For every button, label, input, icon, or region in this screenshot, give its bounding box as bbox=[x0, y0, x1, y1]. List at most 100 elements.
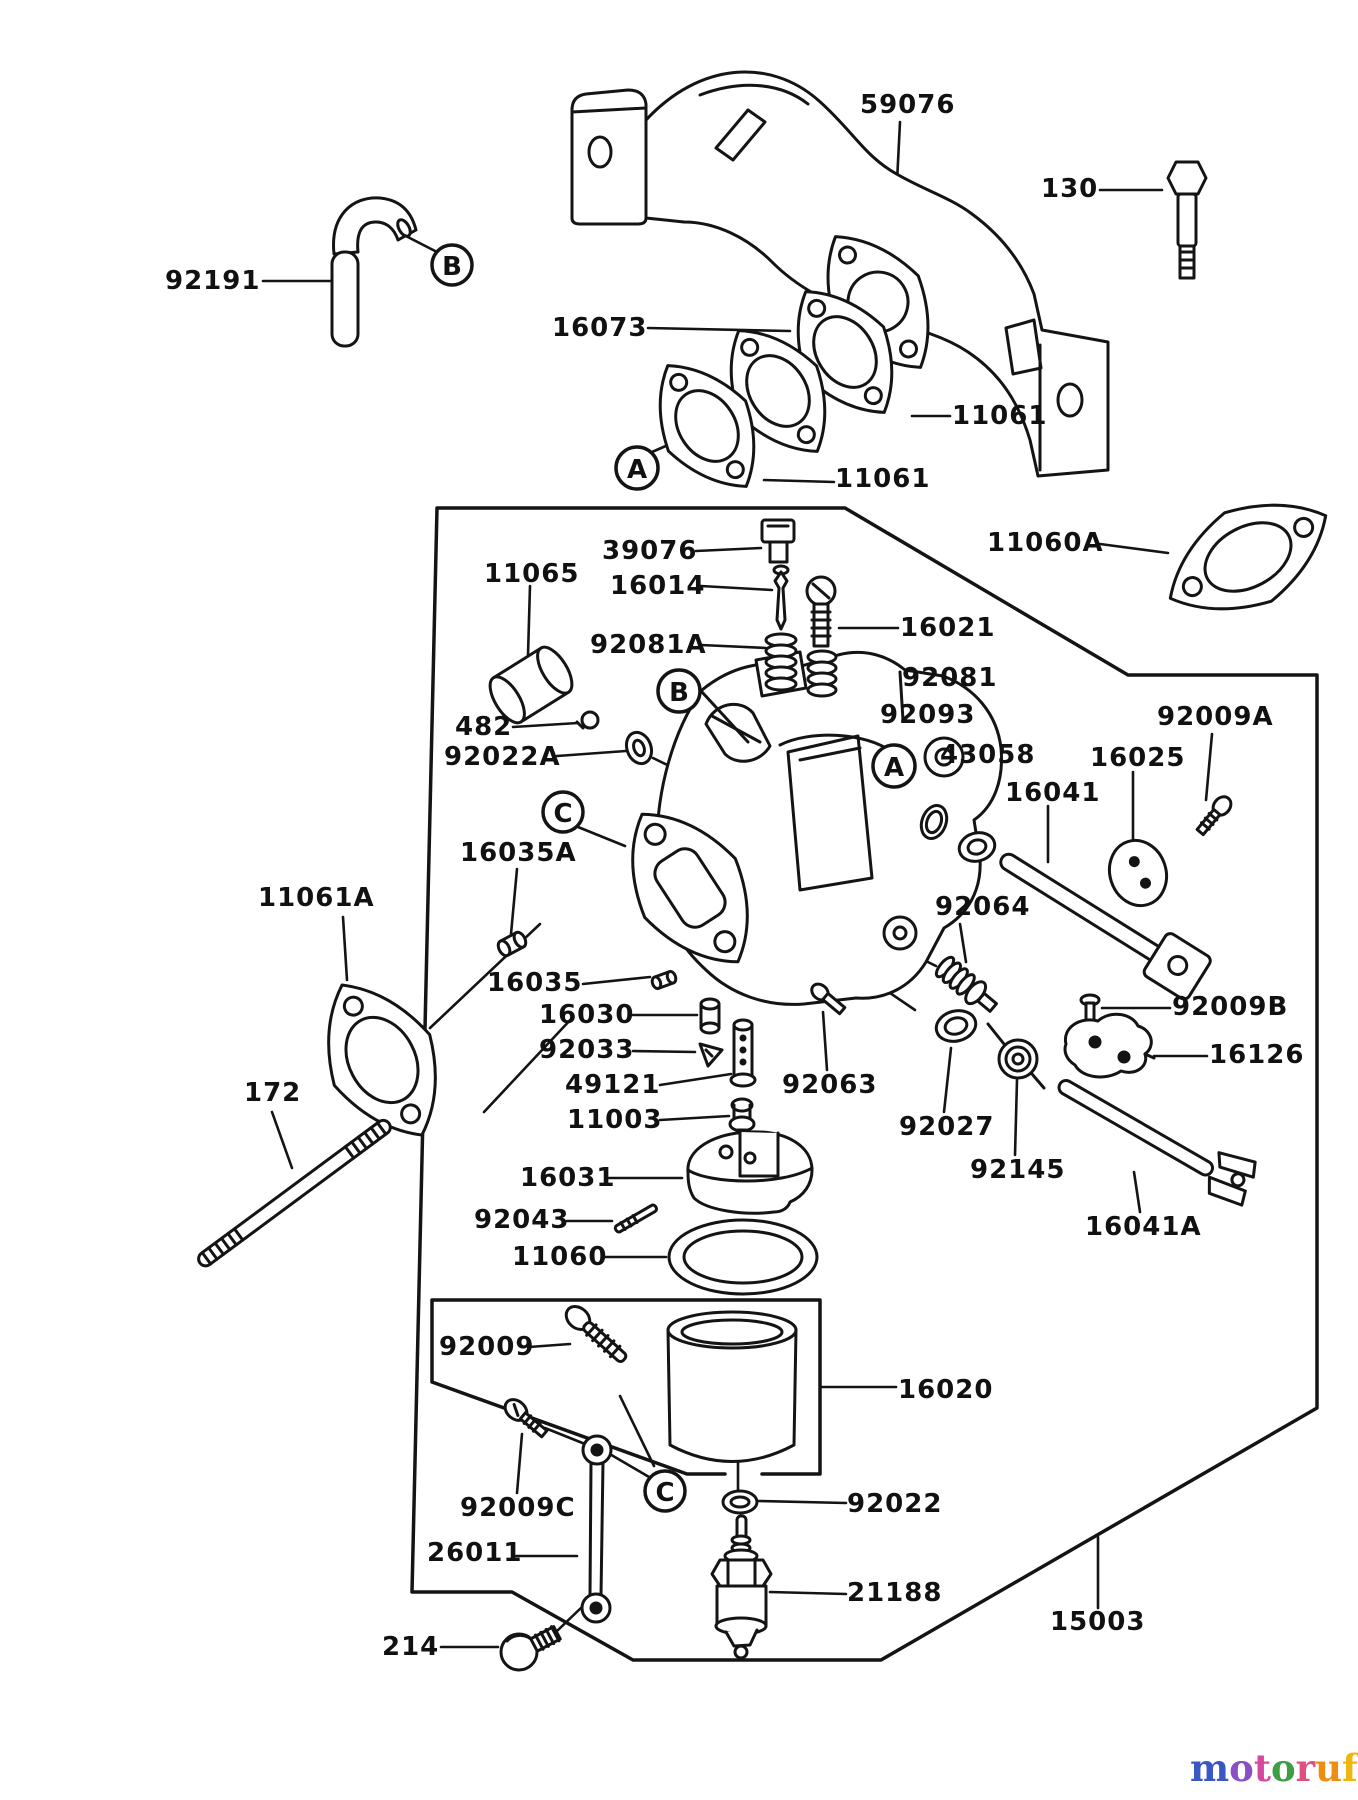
watermark-letter: o bbox=[1229, 1746, 1254, 1790]
part-label-92027: 92027 bbox=[899, 1112, 995, 1142]
screw-16021 bbox=[805, 575, 837, 648]
part-label-92022: 92022 bbox=[847, 1489, 943, 1519]
marker-letter: B bbox=[669, 678, 689, 708]
clip-482 bbox=[575, 710, 600, 730]
part-label-16041A: 16041A bbox=[1085, 1212, 1202, 1242]
marker-circle-c1 bbox=[541, 790, 585, 834]
screw-92009A bbox=[1195, 795, 1233, 837]
part-label-92093: 92093 bbox=[880, 700, 976, 730]
part-label-11060: 11060 bbox=[512, 1242, 608, 1272]
part-label-172: 172 bbox=[244, 1078, 302, 1108]
part-label-16030: 16030 bbox=[539, 1000, 635, 1030]
part-label-16021: 16021 bbox=[900, 613, 996, 643]
float-16031 bbox=[686, 1130, 814, 1215]
part-label-11061-manifold: 11061 bbox=[952, 401, 1048, 431]
stud-172 bbox=[197, 1118, 392, 1268]
idle-screw-92064 bbox=[934, 955, 998, 1013]
bowl-gasket-11060 bbox=[667, 1218, 819, 1296]
choke-shaft-16041A bbox=[1057, 1079, 1257, 1207]
pin-92043 bbox=[613, 1203, 658, 1234]
gasket-11061A bbox=[327, 983, 437, 1137]
part-label-16014: 16014 bbox=[610, 571, 706, 601]
plug-16035 bbox=[650, 969, 678, 991]
part-label-214: 214 bbox=[382, 1632, 440, 1662]
part-label-92081A: 92081A bbox=[590, 630, 707, 660]
marker-circle-b1 bbox=[430, 243, 474, 287]
part-label-16025: 16025 bbox=[1090, 743, 1186, 773]
ring-92027 bbox=[934, 1009, 978, 1043]
part-label-92081: 92081 bbox=[902, 663, 998, 693]
part-label-26011: 26011 bbox=[427, 1538, 523, 1568]
marker-letter: C bbox=[553, 799, 572, 829]
part-label-11061A: 11061A bbox=[258, 883, 375, 913]
watermark-letter: o bbox=[1270, 1746, 1296, 1790]
marker-letter: C bbox=[655, 1478, 674, 1508]
jet-16030 bbox=[699, 997, 721, 1035]
spring-92081A bbox=[764, 632, 798, 692]
nozzle-49121 bbox=[729, 1018, 757, 1088]
screw-92063 bbox=[810, 982, 847, 1016]
part-label-16126: 16126 bbox=[1209, 1040, 1305, 1070]
part-label-92064: 92064 bbox=[935, 892, 1031, 922]
marker-circle-b2 bbox=[656, 668, 702, 714]
gasket-16073-11061 bbox=[658, 290, 894, 488]
part-label-11065: 11065 bbox=[484, 559, 580, 589]
oring-92093 bbox=[919, 804, 949, 840]
part-label-11061-gasket: 11061 bbox=[835, 464, 931, 494]
plug-16035A bbox=[496, 930, 528, 958]
part-label-39076: 39076 bbox=[602, 536, 698, 566]
screw-92009C bbox=[503, 1398, 549, 1439]
carburetor-body bbox=[631, 650, 1004, 1006]
part-label-92009B: 92009B bbox=[1172, 992, 1289, 1022]
throttle-shaft-16041 bbox=[999, 852, 1212, 1001]
throttle-plate-16025 bbox=[1107, 838, 1169, 908]
part-label-11003: 11003 bbox=[567, 1105, 663, 1135]
part-label-16041: 16041 bbox=[1005, 778, 1101, 808]
watermark-letter: u bbox=[1315, 1746, 1343, 1790]
breather-tube-92191 bbox=[330, 196, 418, 348]
part-label-92009C: 92009C bbox=[460, 1493, 576, 1523]
fuel-valve-21188 bbox=[710, 1514, 773, 1660]
oring-92022 bbox=[721, 1489, 759, 1515]
part-label-16020: 16020 bbox=[898, 1375, 994, 1405]
watermark-letter: t bbox=[1253, 1746, 1271, 1790]
spring-92145 bbox=[986, 1022, 1046, 1090]
part-label-49121: 49121 bbox=[565, 1070, 661, 1100]
part-label-16035: 16035 bbox=[487, 968, 583, 998]
part-label-92145: 92145 bbox=[970, 1155, 1066, 1185]
watermark-letter: f bbox=[1342, 1746, 1358, 1790]
marker-letter: A bbox=[627, 455, 647, 485]
part-label-16073: 16073 bbox=[552, 313, 648, 343]
watermark-letter: m bbox=[1190, 1746, 1230, 1790]
seal-43058 bbox=[957, 831, 997, 863]
spring-92081 bbox=[806, 649, 838, 698]
bolt-130 bbox=[1166, 160, 1208, 280]
part-label-92009: 92009 bbox=[439, 1332, 535, 1362]
marker-letter: A bbox=[884, 753, 904, 783]
part-label-92033: 92033 bbox=[539, 1035, 635, 1065]
link-26011 bbox=[580, 1434, 613, 1624]
part-label-482: 482 bbox=[455, 712, 513, 742]
marker-circle-c2 bbox=[643, 1469, 687, 1513]
choke-plate-16126 bbox=[1063, 1012, 1156, 1079]
marker-circle-a1 bbox=[614, 445, 660, 491]
part-label-15003: 15003 bbox=[1050, 1607, 1146, 1637]
watermark-letter: r bbox=[1295, 1746, 1316, 1790]
assembly-boundary bbox=[410, 506, 1319, 1662]
part-label-130: 130 bbox=[1041, 174, 1099, 204]
plunger-11065 bbox=[488, 645, 574, 725]
part-label-92063: 92063 bbox=[782, 1070, 878, 1100]
washer-92022A bbox=[624, 730, 654, 766]
motoruf-watermark: motoruf.de bbox=[1190, 1750, 1358, 1787]
part-label-16031: 16031 bbox=[520, 1163, 616, 1193]
marker-letter: B bbox=[442, 252, 462, 282]
fuel-bowl-16020 bbox=[666, 1310, 798, 1463]
reference-markers bbox=[430, 243, 917, 1513]
part-label-59076: 59076 bbox=[860, 90, 956, 120]
marker-circle-a2 bbox=[871, 743, 917, 789]
part-label-16035A: 16035A bbox=[460, 838, 577, 868]
valve-seat-39076 bbox=[760, 518, 796, 564]
part-label-43058: 43058 bbox=[940, 740, 1036, 770]
